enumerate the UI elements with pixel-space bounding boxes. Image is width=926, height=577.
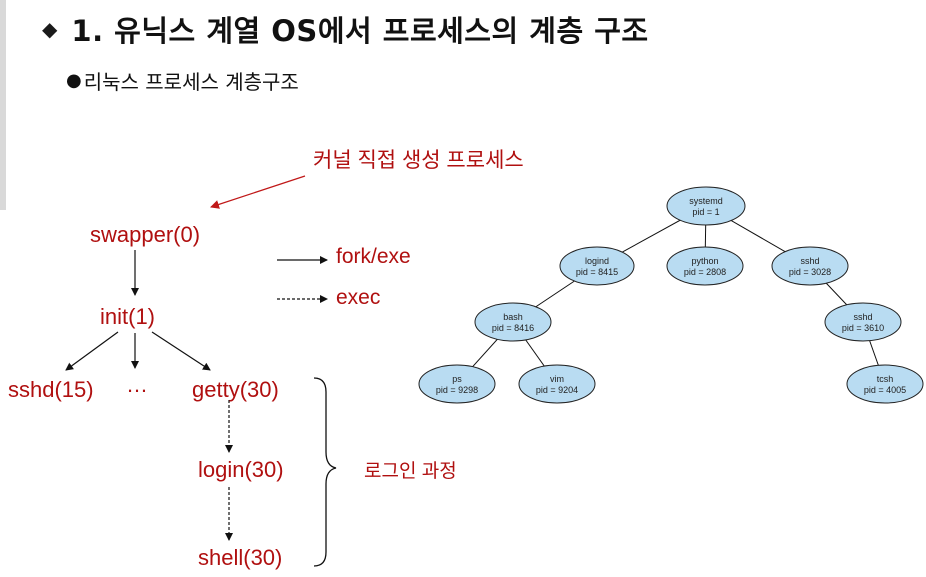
login-process-note: 로그인 과정: [364, 461, 457, 482]
tree-node-logind: [559, 246, 635, 286]
tree-label-sshd2-pid: pid = 3610: [842, 323, 884, 333]
node-init: init(1): [100, 304, 156, 329]
tree-label-bash-pid: pid = 8416: [492, 323, 534, 333]
tree-label-tcsh-pid: pid = 4005: [864, 385, 906, 395]
slide-subtitle: ● 리눅스 프로세스 계층구조: [66, 66, 299, 95]
tree-node-ps: [418, 364, 496, 404]
tree-label-sshd-name: sshd: [800, 256, 819, 266]
tree-node-sshd2: [824, 302, 902, 342]
node-shell: shell(30): [198, 545, 283, 570]
title-text: 1. 유닉스 계열 OS에서 프로세스의 계층 구조: [71, 14, 649, 48]
tree-label-logind-pid: pid = 8415: [576, 267, 618, 277]
tree-label-systemd-pid: pid = 1: [692, 207, 719, 217]
tree-label-vim-pid: pid = 9204: [536, 385, 578, 395]
tree-node-vim: [518, 364, 596, 404]
tree-node-tcsh: [846, 364, 924, 404]
tree-node-sshd: [771, 246, 849, 286]
node-login: login(30): [198, 457, 284, 482]
kernel-note-arrow: [210, 175, 306, 209]
tree-label-ps-pid: pid = 9298: [436, 385, 478, 395]
tree-label-sshd2-name: sshd: [853, 312, 872, 322]
circle-bullet-icon: ●: [66, 70, 82, 91]
slide-title: ◆ 1. 유닉스 계열 OS에서 프로세스의 계층 구조: [42, 8, 649, 50]
tree-label-bash-name: bash: [503, 312, 523, 322]
tree-label-vim-name: vim: [550, 374, 564, 384]
legend-fork-exe-label: fork/exe: [336, 245, 411, 268]
tree-label-python-name: python: [691, 256, 718, 266]
diamond-bullet-icon: ◆: [42, 17, 58, 41]
tree-label-systemd-name: systemd: [689, 196, 723, 206]
subtitle-text: 리눅스 프로세스 계층구조: [83, 70, 299, 94]
tree-label-logind-name: logind: [585, 256, 609, 266]
node-ellipsis: …: [126, 372, 148, 397]
node-swapper: swapper(0): [90, 222, 201, 247]
tree-node-python: [666, 246, 744, 286]
init-getty-arrow: [151, 331, 211, 371]
tree-node-bash: [474, 302, 552, 342]
node-sshd: sshd(15): [8, 377, 94, 402]
node-getty: getty(30): [192, 377, 279, 402]
tree-node-systemd: [666, 186, 746, 226]
tree-label-sshd-pid: pid = 3028: [789, 267, 831, 277]
init-sshd-arrow: [65, 331, 119, 371]
kernel-note-label: 커널 직접 생성 프로세스: [313, 149, 524, 172]
slide-left-edge: [0, 0, 6, 210]
login-process-brace: [313, 377, 337, 567]
tree-label-ps-name: ps: [452, 374, 462, 384]
tree-label-tcsh-name: tcsh: [877, 374, 894, 384]
legend-exec-label: exec: [336, 286, 381, 309]
tree-label-python-pid: pid = 2808: [684, 267, 726, 277]
